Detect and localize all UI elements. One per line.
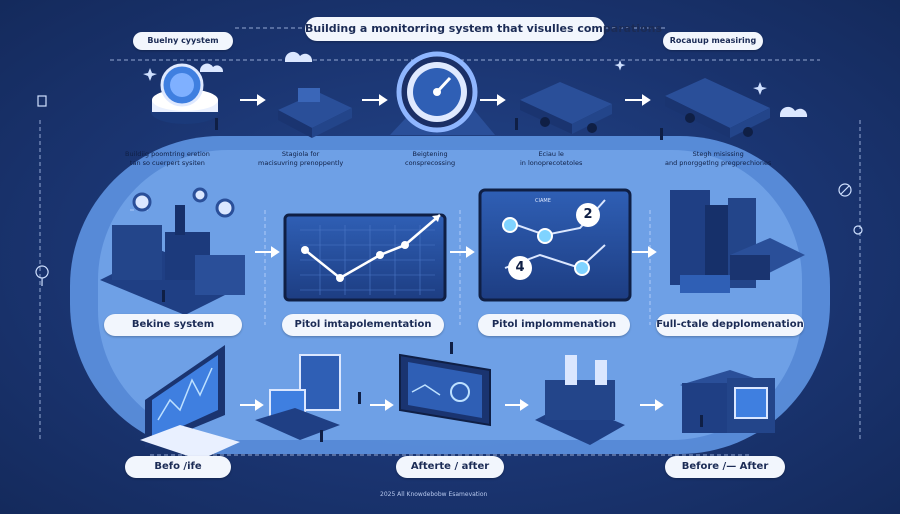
bottom-label-before-after: Before /— After: [665, 456, 785, 478]
city-buildings-icon: [670, 190, 805, 293]
caption-3: Beigtening consprecossing: [405, 150, 456, 167]
workstation-icon: [255, 354, 341, 440]
server-building-icon: [535, 355, 625, 445]
line-chart-screen: [283, 213, 447, 302]
monitor-icon: [140, 345, 240, 460]
footer-text: 2025 All Knowdebobw Esamevation: [380, 491, 488, 498]
caption-4: Eciau le in lonoprecotetoles: [520, 150, 583, 167]
tablet-building-icon: [680, 370, 775, 433]
van-icon: [278, 88, 352, 138]
cloud-icon: [200, 51, 808, 117]
sensor-device-icon: [151, 63, 219, 124]
dashboard-screen-icon: [399, 353, 491, 427]
star-icons: [143, 60, 767, 95]
bottom-label-after: Afterte / after: [396, 456, 504, 478]
truck-icon: [520, 82, 612, 134]
people-figures: [162, 118, 703, 442]
top-arrows: [240, 94, 651, 106]
stage-label-pilot-1: Pitol imtapolementation: [282, 314, 444, 336]
chart-number-4: 4: [515, 260, 525, 275]
chart-number-2: 2: [583, 207, 593, 222]
caption-1: Buildiig poomtring eretion tan so cuerpe…: [125, 150, 210, 167]
annotated-chart-screen: [478, 188, 632, 302]
bottom-arrows: [240, 399, 664, 411]
top-right-tag: Rocauup measiring: [663, 32, 763, 50]
stage-label-baseline: Bekine system: [104, 314, 242, 336]
caption-5: Stegh misissing and pnorggetlng pregprec…: [665, 150, 772, 167]
stage-label-full-scale: Full-ctale depplomenation: [656, 314, 804, 336]
gauge-icon: [390, 51, 495, 135]
top-left-tag: Buelny cyystem: [133, 32, 233, 50]
factory-icon: [100, 187, 245, 315]
decorative-icons: [35, 95, 863, 287]
bottom-label-before: Befo /ife: [125, 456, 231, 478]
truck-icon-2: [665, 78, 770, 138]
caption-2: Stagiola for macisuvring prenoppently: [258, 150, 344, 167]
chart-small-label: CIAME: [535, 198, 551, 204]
page-title: Building a monitorring system that visul…: [305, 17, 662, 41]
mid-arrows: [255, 246, 657, 258]
stage-label-pilot-2: Pitol implommenation: [478, 314, 630, 336]
